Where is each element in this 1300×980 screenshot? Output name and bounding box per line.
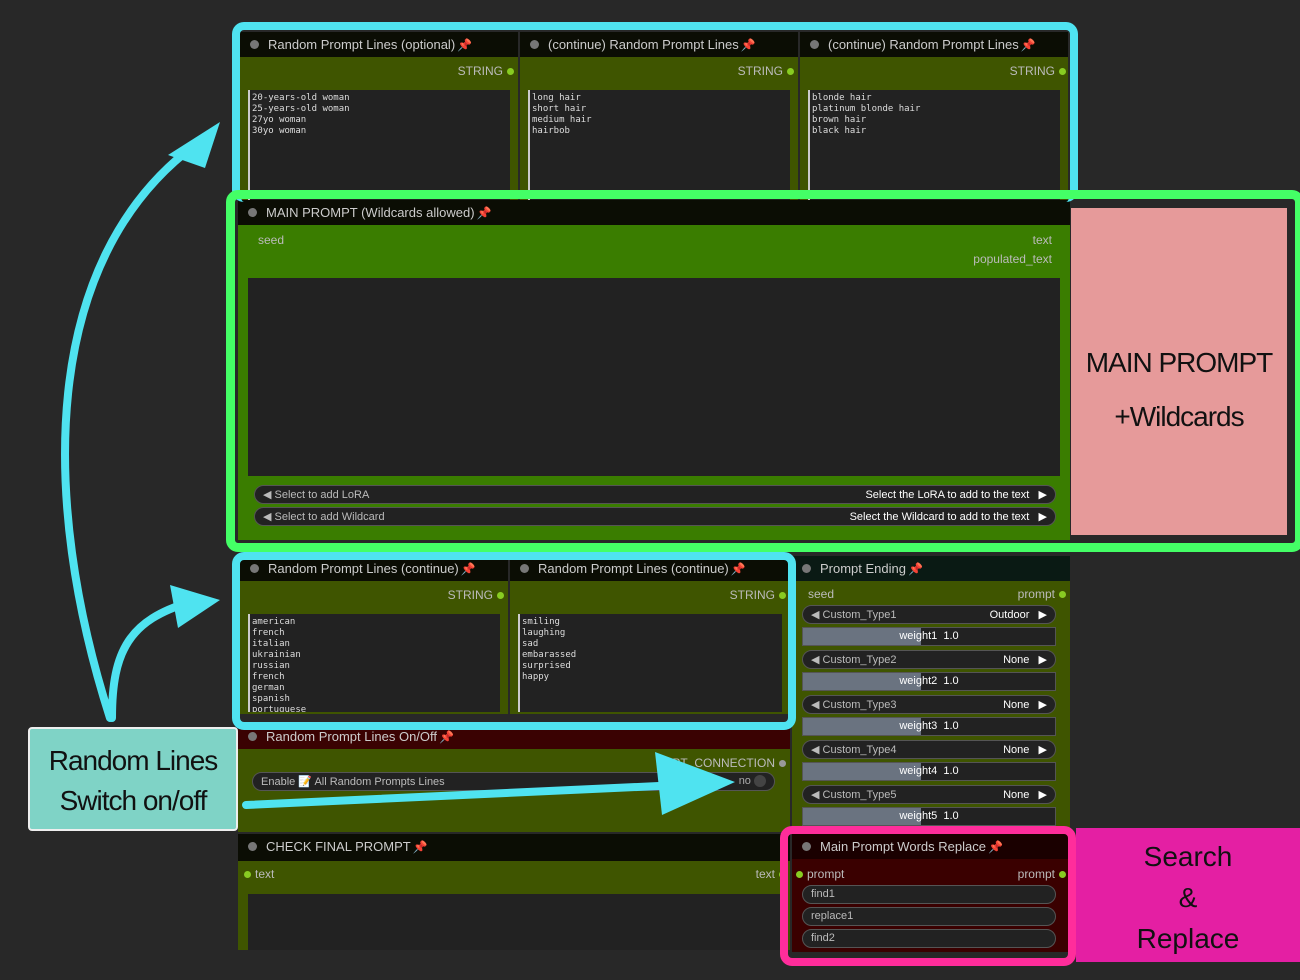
node-header[interactable]: (continue) Random Prompt Lines📌 [520,32,798,57]
string-output[interactable]: STRING [738,64,794,78]
random-lines-node-2[interactable]: (continue) Random Prompt Lines📌 STRING l… [520,32,798,202]
pin-icon: 📌 [476,206,492,220]
collapse-dot[interactable] [530,40,539,49]
prompt-output[interactable]: prompt [1018,867,1066,881]
prompt-ending-node[interactable]: Prompt Ending📌 seed prompt ◀ Custom_Type… [792,556,1070,832]
weight-slider[interactable]: weight3 1.0 [802,717,1056,736]
words-replace-node[interactable]: Main Prompt Words Replace📌 prompt prompt… [792,834,1070,952]
pin-icon: 📌 [740,38,756,52]
prompt-input[interactable]: prompt [796,867,844,881]
arrowhead-icon [170,585,220,628]
random-lines-node-4[interactable]: Random Prompt Lines (continue)📌 STRING a… [240,556,508,714]
collapse-dot[interactable] [520,564,529,573]
node-header[interactable]: CHECK FINAL PROMPT📌 [238,834,790,861]
node-header[interactable]: Random Prompt Lines (continue)📌 [240,556,508,581]
main-prompt-node[interactable]: MAIN PROMPT (Wildcards allowed)📌 seed te… [238,200,1070,540]
node-header[interactable]: Prompt Ending📌 [792,556,1070,581]
check-final-prompt-node[interactable]: CHECK FINAL PROMPT📌 text text [238,834,790,950]
collapse-dot[interactable] [802,842,811,851]
text-output[interactable]: text [1032,233,1052,247]
prompt-output[interactable]: prompt [1018,587,1066,601]
lines-textarea[interactable]: long hair short hair medium hair hairbob [528,90,790,202]
collapse-dot[interactable] [248,208,257,217]
string-output[interactable]: STRING [448,588,504,602]
replace1-field[interactable]: replace1 [802,907,1056,926]
pin-icon: 📌 [460,562,476,576]
lines-textarea[interactable]: blonde hair platinum blonde hair brown h… [808,90,1060,202]
node-header[interactable]: Random Prompt Lines (continue)📌 [510,556,790,581]
main-prompt-textarea[interactable] [248,278,1060,476]
pin-icon: 📌 [987,840,1003,854]
lines-textarea[interactable]: 20-years-old woman 25-years-old woman 27… [248,90,510,202]
main-prompt-label: MAIN PROMPT +Wildcards [1071,208,1287,535]
random-lines-node-1[interactable]: Random Prompt Lines (optional)📌 STRING 2… [240,32,518,202]
pin-icon: 📌 [412,840,428,854]
arrowhead-icon [168,122,220,168]
arrow-to-top-nodes [61,141,199,722]
pin-icon: 📌 [439,730,454,744]
string-output[interactable]: STRING [1010,64,1066,78]
seed-input[interactable]: seed [258,233,285,247]
pin-icon: 📌 [730,562,746,576]
arrowhead-icon [655,752,735,815]
text-input[interactable]: text [244,867,274,881]
collapse-dot[interactable] [250,40,259,49]
onoff-node[interactable]: Random Prompt Lines On/Off📌 OPT_CONNECTI… [238,724,790,832]
lines-textarea[interactable]: smiling laughing sad embarassed surprise… [518,614,782,712]
node-header[interactable]: MAIN PROMPT (Wildcards allowed)📌 [238,200,1070,225]
pin-icon: 📌 [908,562,923,576]
weight-slider[interactable]: weight4 1.0 [802,762,1056,781]
toggle-knob [754,775,766,788]
node-header[interactable]: (continue) Random Prompt Lines📌 [800,32,1068,57]
cyan-highlight-top [232,22,1078,202]
arrow-to-toggle [242,781,684,809]
weight-slider[interactable]: weight5 1.0 [802,807,1056,826]
arrow-to-mid-nodes [108,598,194,722]
node-header[interactable]: Random Prompt Lines (optional)📌 [240,32,518,57]
node-header[interactable]: Main Prompt Words Replace📌 [792,834,1070,859]
populated-text-output[interactable]: populated_text [973,252,1052,266]
find2-field[interactable]: find2 [802,929,1056,948]
string-output[interactable]: STRING [730,588,786,602]
collapse-dot[interactable] [810,40,819,49]
pink-highlight-replace [780,826,1076,966]
cyan-highlight-mid [232,552,796,730]
random-lines-node-5[interactable]: Random Prompt Lines (continue)📌 STRING s… [510,556,790,714]
pin-icon: 📌 [457,38,473,52]
random-lines-label: Random Lines Switch on/off [28,727,238,831]
final-prompt-textarea[interactable] [248,894,780,950]
collapse-dot[interactable] [248,842,257,851]
collapse-dot[interactable] [250,564,259,573]
weight-slider[interactable]: weight1 1.0 [802,627,1056,646]
find1-field[interactable]: find1 [802,885,1056,904]
seed-input[interactable]: seed [808,587,835,601]
collapse-dot[interactable] [248,732,257,741]
string-output[interactable]: STRING [458,64,514,78]
pin-icon: 📌 [1020,38,1036,52]
weight-slider[interactable]: weight2 1.0 [802,672,1056,691]
search-replace-label: Search & Replace [1076,828,1300,962]
random-lines-node-3[interactable]: (continue) Random Prompt Lines📌 STRING b… [800,32,1068,202]
green-highlight-main [226,190,1300,552]
collapse-dot[interactable] [802,564,811,573]
lines-textarea[interactable]: american french italian ukrainian russia… [248,614,500,712]
